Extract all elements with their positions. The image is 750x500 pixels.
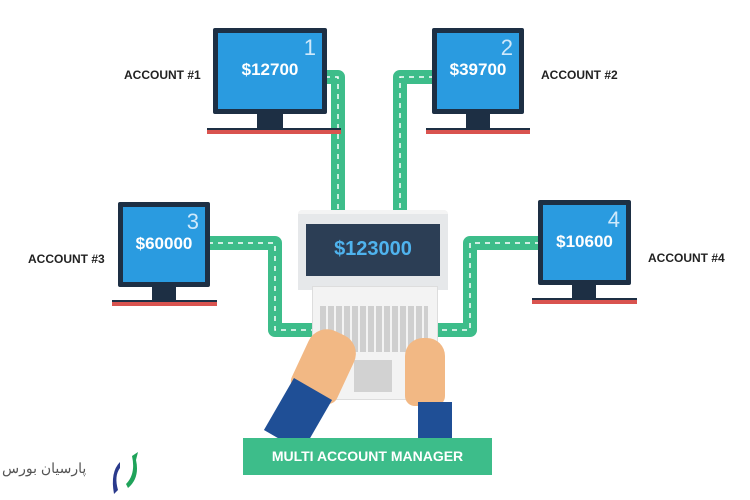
right-hand (405, 338, 445, 406)
account-2-monitor: 2 $39700 (426, 28, 530, 138)
logo-text: پارسیان بورس (2, 460, 87, 476)
touchpad (354, 360, 392, 392)
account-balance: $12700 (241, 60, 299, 80)
account-3-monitor: 3 $60000 (112, 202, 217, 310)
account-balance: $10600 (556, 232, 613, 251)
account-1-label: ACCOUNT #1 (124, 68, 201, 82)
title-banner: MULTI ACCOUNT MANAGER (243, 438, 492, 475)
right-sleeve (418, 402, 452, 442)
account-3-label: ACCOUNT #3 (28, 252, 105, 266)
account-1-monitor: 1 $12700 (207, 28, 341, 138)
account-number: 4 (607, 207, 620, 232)
account-balance: $60000 (135, 234, 193, 253)
account-number: 2 (500, 35, 513, 60)
logo: پارسیان بورس (2, 450, 142, 498)
logo-icon (112, 452, 138, 494)
account-balance: $39700 (449, 60, 507, 80)
account-2-label: ACCOUNT #2 (541, 68, 618, 82)
account-4-label: ACCOUNT #4 (648, 251, 725, 265)
account-number: 3 (186, 209, 199, 234)
account-number: 1 (303, 35, 316, 60)
account-4-monitor: 4 $10600 (532, 200, 637, 308)
total-balance: $123000 (334, 238, 412, 260)
banner-text: MULTI ACCOUNT MANAGER (271, 448, 464, 464)
